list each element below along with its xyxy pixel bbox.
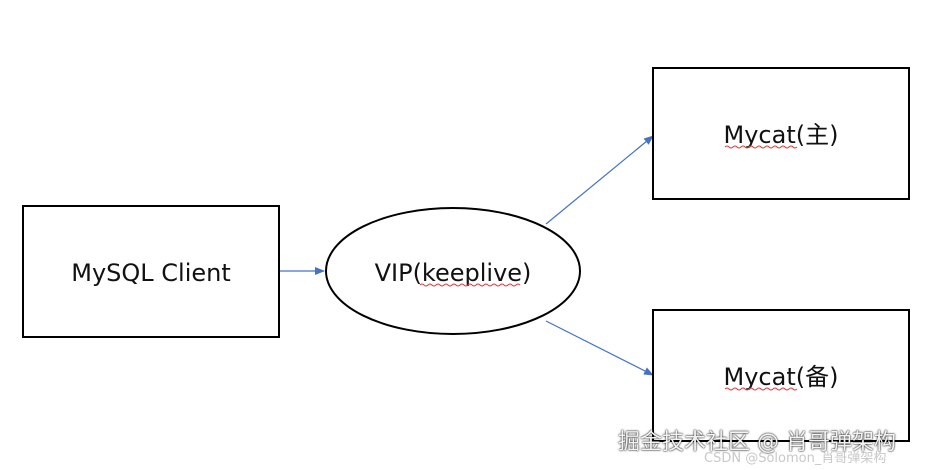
node-vip: VIP(keeplive) [325,207,581,335]
watermark-sub: CSDN @Solomon_肖哥弹架构 [704,451,887,466]
spellcheck-underline [724,145,798,149]
node-mysql-client-label: MySQL Client [71,259,231,287]
edge-vip-to-primary [545,135,654,225]
node-mycat-primary-label: Mycat(主) [724,121,839,149]
node-mysql-client: MySQL Client [22,205,280,338]
edge-vip-to-backup [545,320,654,376]
node-vip-label: VIP(keeplive) [375,259,532,287]
spellcheck-underline [419,283,521,287]
watermark-main: 掘金技术社区 @ 肖哥弹架构 [618,430,896,455]
spellcheck-underline [724,387,798,391]
node-mycat-backup-label: Mycat(备) [724,363,839,391]
node-mycat-backup: Mycat(备) [652,309,910,442]
node-mycat-primary: Mycat(主) [652,67,910,200]
